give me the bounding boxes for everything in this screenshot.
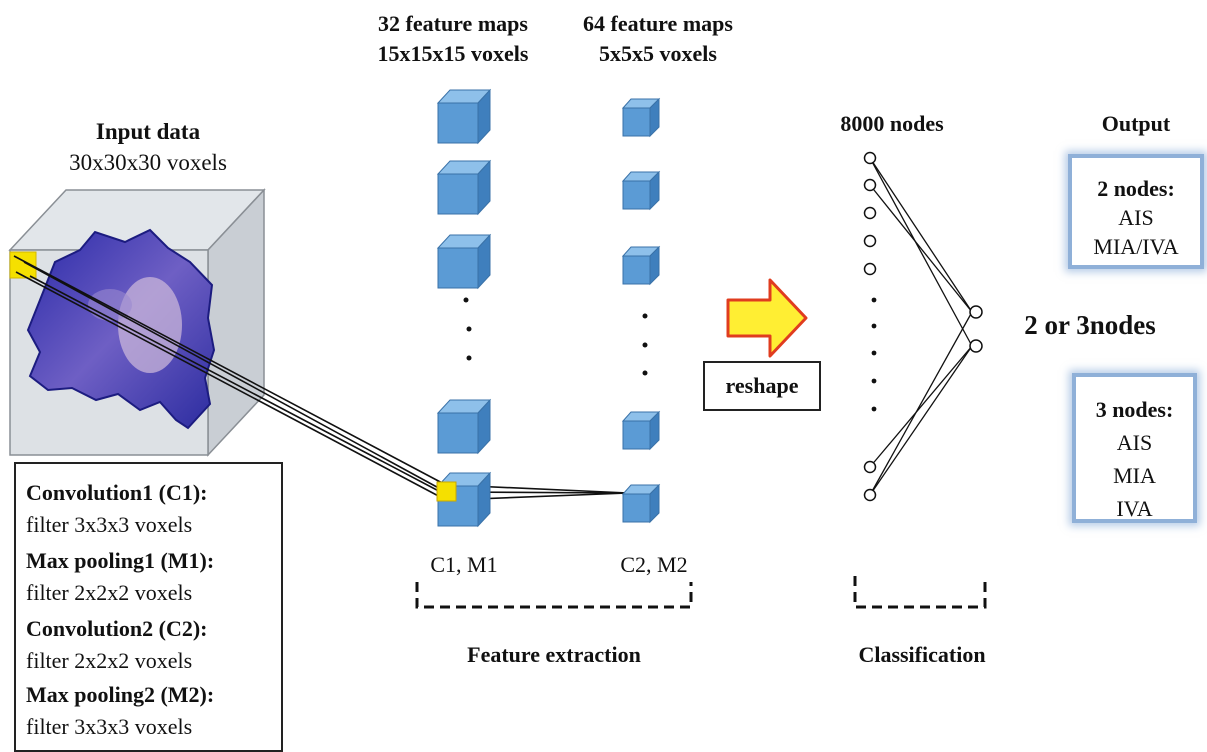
- legend-title: Convolution1 (C1):: [26, 480, 208, 505]
- output-3-title: 3 nodes:: [1095, 397, 1174, 422]
- feature-map-cube: [621, 410, 661, 451]
- output-2-nodes-box: 2 nodes: AIS MIA/IVA: [1068, 154, 1204, 269]
- output-3-nodes-box: 3 nodes: AIS MIA IVA: [1072, 373, 1197, 523]
- feature-map-cube: [621, 97, 661, 138]
- output-3-item: MIA: [1113, 463, 1156, 488]
- legend-desc: filter 3x3x3 voxels: [26, 714, 193, 739]
- fc-node: [863, 262, 877, 276]
- fc-node: [863, 460, 877, 474]
- reshape-arrow-icon: [726, 278, 808, 358]
- layer1-cubes: [436, 88, 492, 528]
- reshape-box: reshape: [703, 361, 821, 411]
- layer-legend: Convolution1 (C1): filter 3x3x3 voxels M…: [14, 462, 283, 752]
- fc-node: [863, 178, 877, 192]
- legend-title: Max pooling2 (M2):: [26, 682, 215, 707]
- output-3-item: AIS: [1116, 430, 1153, 455]
- layer1-caption: C1, M1: [430, 552, 498, 577]
- fc-title: 8000 nodes: [840, 111, 944, 136]
- legend-desc: filter 2x2x2 voxels: [26, 648, 193, 673]
- output-node: [969, 305, 983, 319]
- layer1-title: 32 feature maps: [378, 11, 528, 36]
- lesion-core: [118, 277, 182, 373]
- layer2-size: 5x5x5 voxels: [599, 41, 717, 66]
- input-volume: [8, 188, 266, 457]
- feature-map-cube: [621, 483, 661, 524]
- feature-extraction-label: Feature extraction: [467, 642, 641, 667]
- fc-edges: [869, 157, 973, 496]
- hidden-nodes-label: 2 or 3nodes: [1024, 310, 1156, 340]
- layer1-ellipsis: [463, 297, 472, 361]
- feature-map-cube: [436, 88, 492, 145]
- input-title: Input data: [95, 119, 201, 144]
- output-nodes: [969, 305, 983, 353]
- layer2-cubes: [621, 97, 661, 524]
- layer2-ellipsis: [642, 313, 648, 376]
- output-2-title: 2 nodes:: [1097, 176, 1175, 201]
- feature-map-cube: [436, 398, 492, 455]
- fc-node: [863, 488, 877, 502]
- legend-desc: filter 2x2x2 voxels: [26, 580, 193, 605]
- output-title: Output: [1101, 111, 1171, 136]
- feature-map-cube: [436, 233, 492, 290]
- legend-desc: filter 3x3x3 voxels: [26, 512, 193, 537]
- legend-title: Convolution2 (C2):: [26, 616, 208, 641]
- feature-extraction-bracket: [415, 582, 693, 609]
- fc-node: [863, 234, 877, 248]
- fc-node: [863, 206, 877, 220]
- layer1-size: 15x15x15 voxels: [377, 41, 529, 66]
- output-2-item: AIS: [1118, 205, 1154, 230]
- output-node: [969, 339, 983, 353]
- input-subtitle: 30x30x30 voxels: [69, 150, 227, 175]
- layer2-caption: C2, M2: [620, 552, 688, 577]
- output-2-item: MIA/IVA: [1093, 234, 1179, 259]
- feature-map-cube: [621, 245, 661, 286]
- feature-map-cube: [436, 159, 492, 216]
- fc-ellipsis: [871, 297, 877, 412]
- fc-input-nodes: [863, 151, 877, 502]
- legend-title: Max pooling1 (M1):: [26, 548, 215, 573]
- feature-map-cube: [621, 170, 661, 211]
- fc-node: [863, 151, 877, 165]
- layer1-filter-highlight: [436, 481, 457, 502]
- classification-label: Classification: [858, 642, 986, 667]
- layer2-title: 64 feature maps: [583, 11, 733, 36]
- output-3-item: IVA: [1116, 496, 1153, 521]
- classification-bracket: [853, 576, 987, 609]
- reshape-label: reshape: [725, 373, 799, 398]
